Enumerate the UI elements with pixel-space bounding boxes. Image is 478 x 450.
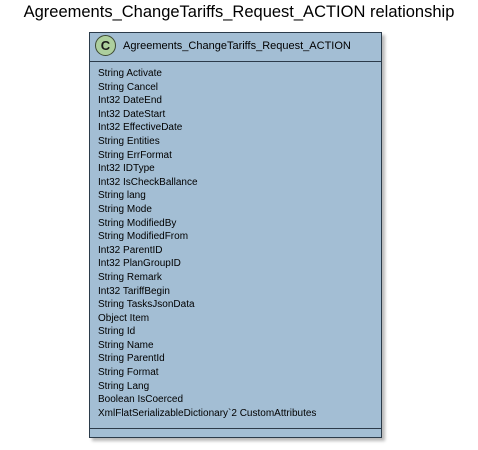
class-field: Object Item bbox=[98, 312, 150, 324]
class-field: Int32 TariffBegin bbox=[98, 285, 170, 297]
class-field: Int32 DateEnd bbox=[98, 95, 162, 107]
diagram-title: Agreements_ChangeTariffs_Request_ACTION … bbox=[23, 3, 455, 21]
class-field: XmlFlatSerializableDictionary`2 CustomAt… bbox=[98, 407, 317, 419]
class-field: String Activate bbox=[98, 68, 162, 79]
header-divider bbox=[90, 61, 381, 62]
class-field: String ErrFormat bbox=[98, 149, 172, 161]
class-field: String Cancel bbox=[98, 81, 159, 93]
class-field: Int32 ParentID bbox=[98, 244, 163, 256]
class-field: Int32 DateStart bbox=[98, 108, 166, 120]
class-field: String Lang bbox=[98, 380, 150, 392]
class-field: String ModifiedFrom bbox=[98, 231, 189, 243]
class-field: Int32 IDType bbox=[98, 163, 155, 175]
class-box: C Agreements_ChangeTariffs_Request_ACTIO… bbox=[89, 32, 382, 438]
class-field: Int32 EffectiveDate bbox=[98, 122, 183, 134]
class-field: String Format bbox=[98, 367, 159, 379]
class-field: String Name bbox=[98, 339, 154, 351]
class-icon: C bbox=[95, 35, 116, 56]
class-field: String Mode bbox=[98, 203, 152, 215]
class-field: String Remark bbox=[98, 271, 162, 283]
class-field: String lang bbox=[98, 190, 146, 202]
class-field: Boolean IsCoerced bbox=[98, 394, 184, 406]
class-name: Agreements_ChangeTariffs_Request_ACTION bbox=[123, 40, 351, 52]
methods-divider bbox=[90, 428, 381, 429]
class-field: String TasksJsonData bbox=[98, 299, 195, 311]
class-field: String ParentId bbox=[98, 353, 165, 365]
class-field: Int32 IsCheckBallance bbox=[98, 176, 198, 188]
class-field: String Id bbox=[98, 326, 136, 338]
class-field: String Entities bbox=[98, 135, 160, 147]
class-field: Int32 PlanGroupID bbox=[98, 258, 181, 270]
class-field: String ModifiedBy bbox=[98, 217, 177, 229]
class-header: C Agreements_ChangeTariffs_Request_ACTIO… bbox=[90, 33, 381, 61]
